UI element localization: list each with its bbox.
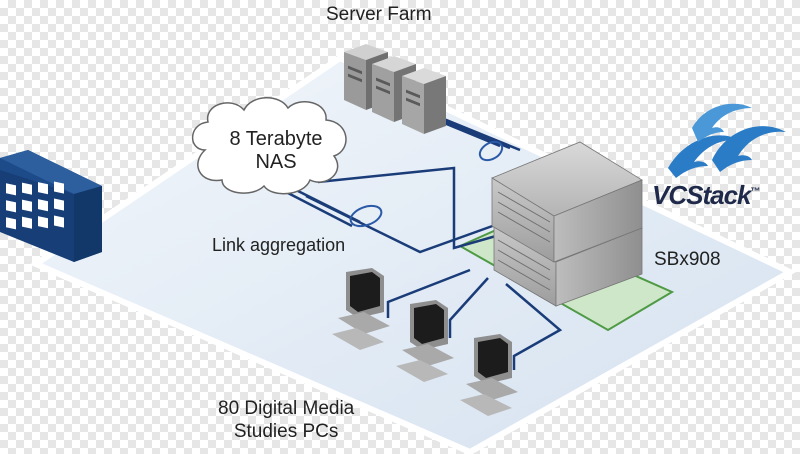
building-icon (0, 150, 102, 262)
brand-trademark: ™ (750, 186, 761, 198)
pcs-label-line2: Studies PCs (233, 421, 339, 442)
vcstack-brand: VCStack™ (652, 180, 761, 211)
dolphin-logo-icon (668, 103, 786, 178)
nas-label-line1: 8 Terabyte (229, 128, 323, 150)
link-aggregation-label: Link aggregation (212, 235, 346, 255)
nas-label: 8 Terabyte NAS (222, 128, 330, 174)
nas-label-line2: NAS (255, 151, 297, 173)
cloud-icon (191, 97, 347, 195)
link-aggregation-ring (349, 140, 504, 228)
computer-icon (332, 268, 518, 416)
server-icon (344, 44, 446, 134)
pcs-label: 80 Digital Media Studies PCs (218, 397, 354, 443)
brand-name: VCStack (652, 180, 751, 210)
switch-model-label: SBx908 (654, 249, 721, 270)
pcs-label-line1: 80 Digital Media (218, 398, 355, 419)
server-farm-label: Server Farm (326, 4, 432, 25)
switch-icon (491, 141, 643, 307)
